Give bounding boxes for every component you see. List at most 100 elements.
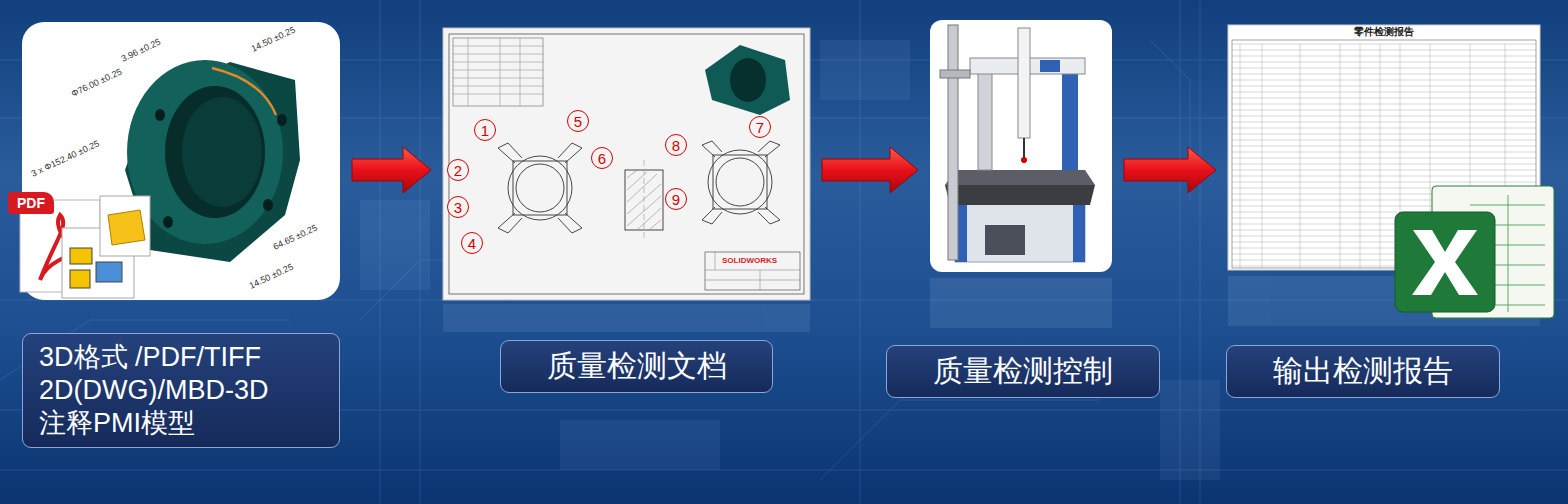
callout-number: 7 <box>749 116 771 138</box>
cmm-machine <box>985 225 1025 255</box>
cmm-machine <box>940 70 970 78</box>
image-panel-area <box>1228 25 1540 270</box>
drawing-sheet <box>513 161 567 215</box>
cmm-machine <box>948 25 958 260</box>
file-type-tag: PDF <box>8 192 54 214</box>
label-slot: 零件检测报告 <box>1352 26 1416 38</box>
background-blocks <box>820 40 910 100</box>
background-blocks <box>360 200 430 290</box>
file-icons <box>70 270 90 288</box>
model-panel <box>165 86 265 218</box>
drawing-sheet <box>443 28 810 300</box>
background-blocks <box>1160 380 1220 480</box>
file-icons <box>108 210 145 245</box>
cmm-machine <box>930 20 1112 272</box>
file-icons <box>96 262 122 282</box>
cmm-machine <box>945 170 1095 185</box>
cmm-machine <box>1018 28 1030 138</box>
cmm-machine <box>1073 200 1085 262</box>
stage-node: 质量检测文档 1 2 3 4 5 6 7 8 9 <box>443 28 810 393</box>
callout-number: 1 <box>474 119 496 141</box>
label-slot: 3 x Φ152.40 ±0.25 <box>28 137 103 180</box>
callout-text: 6 <box>598 151 606 166</box>
drawing-sheet <box>730 58 766 102</box>
background-blocks <box>560 420 720 470</box>
drawing-sheet <box>705 252 800 290</box>
drawing-sheet <box>558 143 582 163</box>
cmm-machine <box>930 20 1112 272</box>
panel-reflection <box>443 304 810 332</box>
drawing-sheet <box>758 207 780 224</box>
callout-number: 9 <box>665 188 687 210</box>
drawing-sheet <box>705 252 800 290</box>
cmm-machine <box>1021 157 1027 163</box>
drawing-sheet <box>708 150 772 214</box>
model-panel <box>22 22 340 300</box>
caption-box: 输出检测报告 <box>1226 345 1500 398</box>
callout-number: 6 <box>591 147 613 169</box>
panel-reflection <box>930 278 1112 328</box>
file-icons <box>100 196 150 256</box>
dimension-text: 14.50 ±0.25 <box>248 23 299 55</box>
drawing-sheet <box>453 38 543 106</box>
dimension-text: 3 x Φ152.40 ±0.25 <box>28 137 103 180</box>
model-panel <box>263 199 273 211</box>
drawing-sheet <box>558 213 582 233</box>
label-slot: 3.96 ±0.25 <box>118 35 165 64</box>
logo-text: SOLIDWORKS <box>720 256 779 266</box>
drawing-sheet <box>713 155 767 209</box>
stage-caption: 质量检测文档 <box>517 348 756 385</box>
callout-text: 9 <box>672 192 680 207</box>
drawing-sheet <box>705 45 790 115</box>
cmm-machine <box>1023 138 1025 158</box>
image-panel-area <box>930 20 1112 272</box>
cmm-machine <box>945 185 1095 205</box>
callout-text: 3 <box>454 200 462 215</box>
callout-number: 8 <box>665 134 687 156</box>
stage-caption: 质量检测控制 <box>903 353 1143 390</box>
excel-icon <box>1395 186 1554 318</box>
callout-number: 5 <box>567 110 589 132</box>
drawing-sheet <box>516 164 564 212</box>
label-slot: Φ76.00 ±0.25 <box>68 65 126 100</box>
dimension-text: 3.96 ±0.25 <box>118 35 165 64</box>
drawing-sheet <box>498 213 522 233</box>
drawing-sheet <box>453 38 543 106</box>
stage-caption: 3D格式 /PDF/TIFF 2D(DWG)/MBD-3D 注释PMI模型 <box>39 341 282 440</box>
drawing-sheet <box>702 141 722 157</box>
drawing-sheet <box>498 141 780 233</box>
callout-text: 4 <box>468 236 476 251</box>
caption-box: 质量检测文档 <box>500 340 773 393</box>
callout-text: 1 <box>481 123 489 138</box>
callout-number: 3 <box>447 196 469 218</box>
callout-text: 8 <box>672 138 680 153</box>
callout-number: 4 <box>461 232 483 254</box>
report-title: 零件检测报告 <box>1352 26 1416 38</box>
stage-node: 输出检测报告 <box>1226 25 1540 398</box>
flow-arrow <box>822 147 918 193</box>
file-icons <box>70 248 92 264</box>
flow-arrow <box>1124 147 1216 193</box>
callout-text: 5 <box>574 114 582 129</box>
drawing-sheet <box>702 207 722 224</box>
model-panel <box>182 97 262 207</box>
model-panel <box>163 216 173 228</box>
stage-node: 质量检测控制 <box>886 20 1160 398</box>
drawing-sheet <box>508 156 572 220</box>
callout-number: 2 <box>447 159 469 181</box>
model-panel <box>155 109 165 121</box>
label-slot: 64.65 ±0.25 <box>270 221 321 253</box>
drawing-sheet <box>498 143 522 163</box>
flow-arrow <box>352 147 431 193</box>
drawing-sheet <box>644 160 645 240</box>
cmm-machine <box>1040 60 1060 72</box>
drawing-sheet <box>716 158 764 206</box>
model-panel <box>277 114 287 126</box>
cmm-machine <box>1062 70 1078 170</box>
model-panel <box>212 68 276 115</box>
dimension-text: 14.50 ±0.25 <box>246 260 297 292</box>
tag-text: PDF <box>17 195 45 211</box>
excel-icon <box>1395 212 1495 312</box>
